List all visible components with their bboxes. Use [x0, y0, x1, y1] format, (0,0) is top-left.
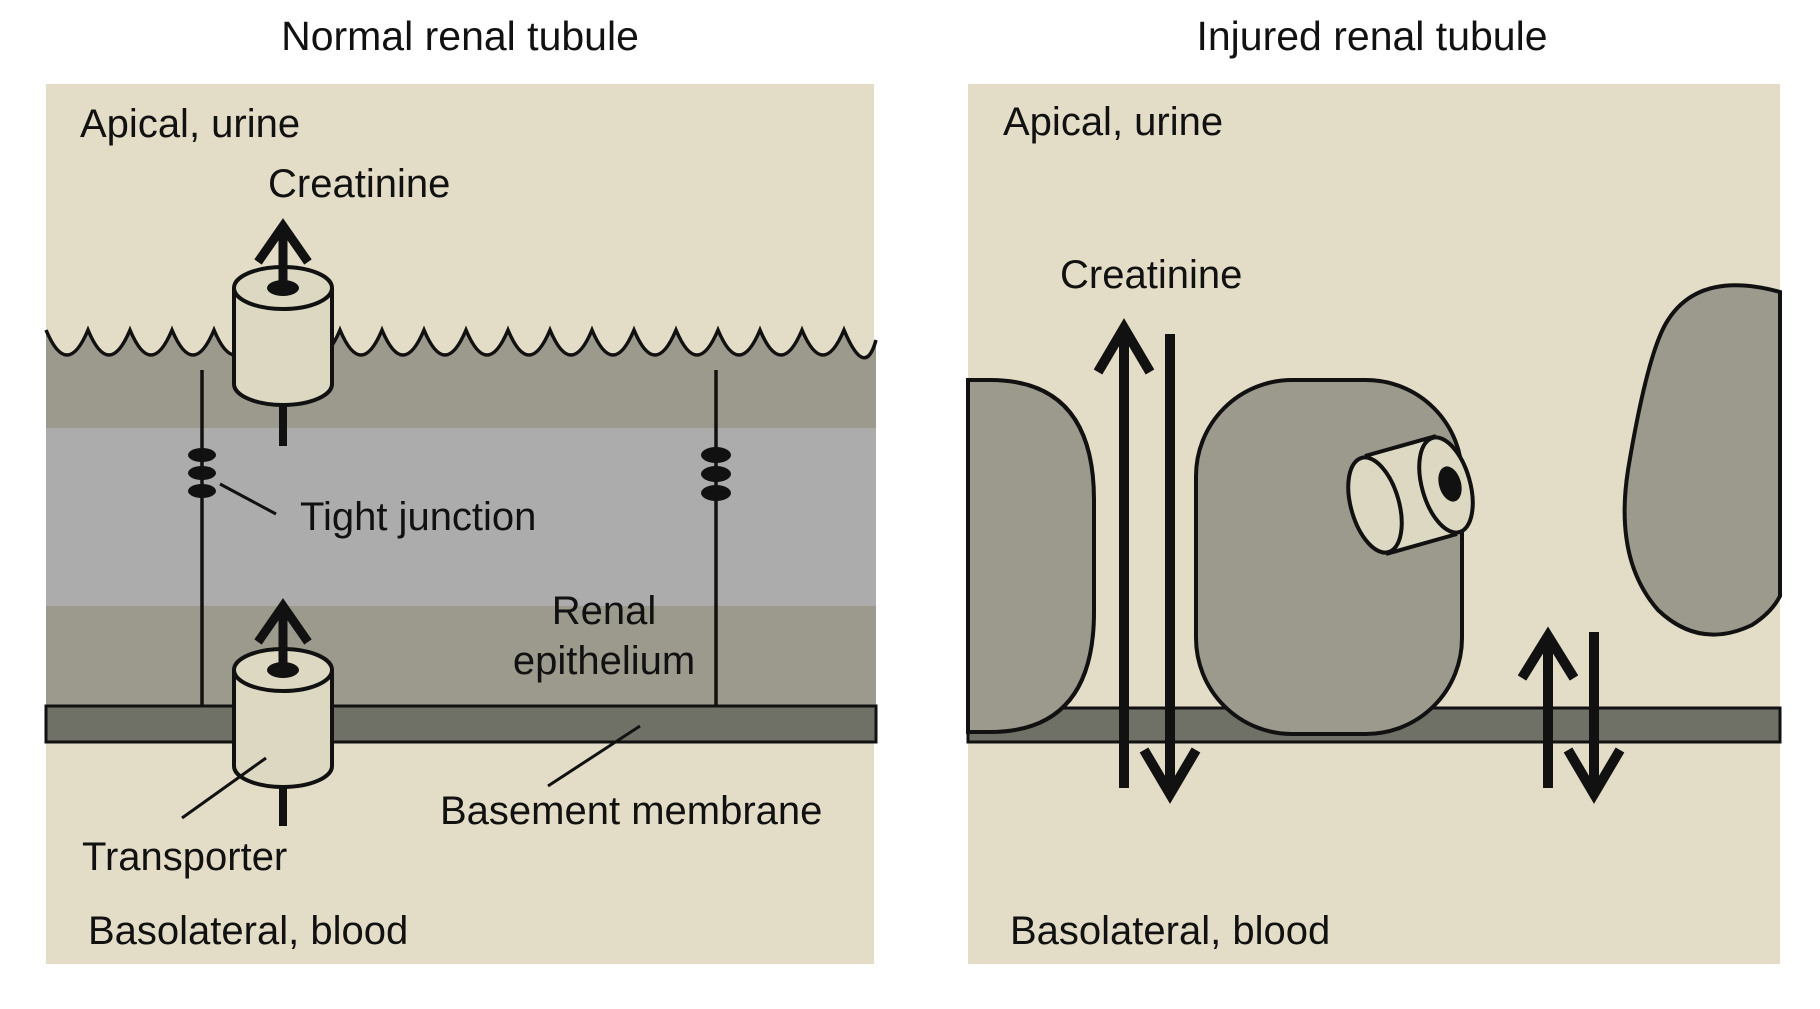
normal-creatinine-label: Creatinine	[268, 162, 450, 206]
basement-membrane-pointer	[547, 724, 641, 788]
displaced-transporter	[1346, 434, 1475, 556]
injured-panel: Injured renal tubule	[966, 13, 1782, 964]
basement-membrane-label: Basement membrane	[440, 789, 822, 833]
brush-border-outline	[44, 325, 878, 360]
tight-junction-left	[188, 448, 216, 498]
transporter-pointer	[181, 756, 267, 820]
paracellular-leak-arrows-large	[1093, 318, 1201, 804]
injured-cell-left	[966, 378, 1096, 734]
tight-junction-right	[701, 447, 731, 501]
injured-cell-middle	[1194, 378, 1464, 736]
cytoplasm-band	[46, 428, 876, 606]
tight-junction-pointer	[219, 482, 277, 516]
paracellular-leak-arrows-small	[1517, 626, 1625, 804]
transporter-label: Transporter	[82, 835, 287, 879]
injured-panel-title: Injured renal tubule	[1196, 13, 1547, 59]
injured-cell-detached	[1622, 283, 1782, 637]
epithelium-label-line2: epithelium	[513, 639, 695, 683]
injured-apical-label: Apical, urine	[1003, 100, 1223, 144]
normal-panel: Normal renal tubule	[44, 13, 878, 964]
injured-basolateral-label: Basolateral, blood	[1010, 909, 1330, 953]
basement-membrane	[44, 704, 878, 744]
normal-apical-label: Apical, urine	[80, 102, 300, 146]
normal-basolateral-label: Basolateral, blood	[88, 909, 408, 953]
injured-creatinine-label: Creatinine	[1060, 253, 1242, 297]
tight-junction-label: Tight junction	[300, 495, 536, 539]
epithelium-label-line1: Renal	[552, 589, 657, 633]
apical-transporter	[232, 218, 334, 446]
normal-panel-title: Normal renal tubule	[281, 13, 639, 59]
basolateral-transporter	[232, 598, 334, 826]
